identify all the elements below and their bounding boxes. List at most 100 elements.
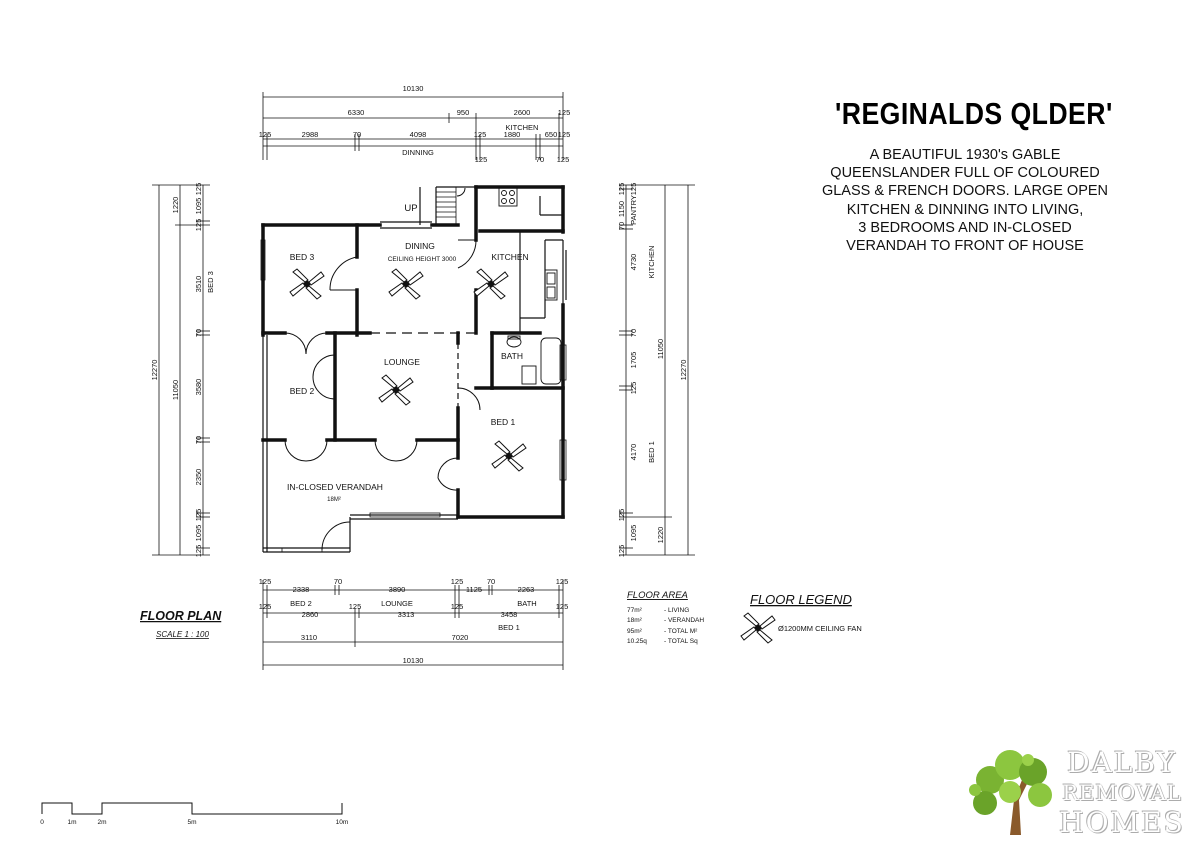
dim-label: 70 bbox=[194, 329, 203, 337]
door-swings bbox=[284, 187, 481, 551]
scale-tick-label: 0 bbox=[40, 819, 44, 826]
scale-label: SCALE 1 : 100 bbox=[156, 630, 209, 639]
ceiling-fan-icon bbox=[388, 268, 424, 300]
dim-label: 2600 bbox=[514, 108, 531, 117]
room-label-bed3: BED 3 bbox=[290, 252, 315, 262]
dim-label: 1150 bbox=[617, 201, 626, 217]
dim-label: 3313 bbox=[398, 610, 415, 619]
dim-pantry-label: PANTRY bbox=[629, 195, 638, 225]
floor-plan-label: FLOOR PLAN bbox=[140, 609, 222, 623]
thin-walls bbox=[262, 186, 567, 553]
dim-label: 125 bbox=[556, 602, 569, 611]
brand-line: HOMES bbox=[1059, 806, 1185, 839]
plan-description: A BEAUTIFUL 1930's GABLE QUEENSLANDER FU… bbox=[805, 146, 1125, 255]
dim-label: 125 bbox=[617, 509, 626, 522]
dim-label: 4730 bbox=[629, 254, 638, 271]
dim-left-outer: 12270 bbox=[150, 360, 159, 381]
dim-label: 125 bbox=[451, 577, 464, 586]
fixtures bbox=[498, 187, 562, 385]
dim-dinning-label: DINNING bbox=[402, 148, 434, 157]
dim-label: 125 bbox=[629, 183, 638, 196]
room-label-lounge: LOUNGE bbox=[384, 357, 420, 367]
description-line: GLASS & FRENCH DOORS. LARGE OPEN bbox=[821, 183, 1109, 200]
dim-label: 1095 bbox=[194, 525, 203, 542]
dim-left-middle: 11050 bbox=[171, 380, 180, 400]
floor-area-value: 10.25q bbox=[627, 638, 647, 645]
dim-label: 2860 bbox=[302, 610, 319, 619]
dim-label: 125 bbox=[194, 545, 203, 558]
dim-label: 125 bbox=[557, 155, 570, 164]
dim-label: 125 bbox=[259, 602, 272, 611]
floor-legend-heading: FLOOR LEGEND bbox=[750, 592, 852, 607]
floor-area-label: - VERANDAH bbox=[664, 617, 704, 624]
top-dimensions bbox=[262, 92, 564, 160]
dim-label: 7020 bbox=[452, 633, 469, 642]
dim-label: 1125 bbox=[466, 585, 482, 594]
dim-bed3-label: BED 3 bbox=[206, 271, 215, 293]
stairs-up-label: UP bbox=[404, 203, 417, 214]
dim-label: 125 bbox=[558, 130, 571, 139]
floor-area-label: - TOTAL M² bbox=[664, 628, 698, 635]
dim-lounge-label: LOUNGE bbox=[381, 599, 413, 608]
dim-label: 70 bbox=[334, 577, 342, 586]
dim-label: 70 bbox=[353, 130, 361, 139]
room-label-bath: BATH bbox=[501, 351, 523, 361]
scale-tick-label: 5m bbox=[187, 819, 196, 826]
description-line: 3 BEDROOMS AND IN-CLOSED bbox=[858, 219, 1072, 236]
ceiling-fan-icon bbox=[491, 440, 527, 472]
scale-tick-label: 1m bbox=[67, 819, 76, 826]
legend-fan-label: Ø1200MM CEILING FAN bbox=[778, 624, 862, 633]
room-label-verandah: IN-CLOSED VERANDAH bbox=[287, 482, 383, 492]
dim-label: 125 bbox=[629, 382, 638, 395]
dim-label: 70 bbox=[617, 222, 626, 230]
scale-bar bbox=[41, 802, 343, 815]
dim-label: 2350 bbox=[194, 469, 203, 486]
dim-bed1-side-label: BED 1 bbox=[647, 441, 656, 463]
description-line: KITCHEN & DINNING INTO LIVING, bbox=[846, 201, 1084, 218]
description-line: QUEENSLANDER FULL OF COLOURED bbox=[830, 165, 1100, 182]
right-dimensions bbox=[619, 184, 695, 556]
floor-area-label: - LIVING bbox=[664, 607, 689, 614]
brand-logo-text: DALBY REMOVAL HOMES bbox=[1052, 748, 1192, 838]
description-line: VERANDAH TO FRONT OF HOUSE bbox=[846, 238, 1084, 255]
floor-area-value: 95m² bbox=[627, 628, 643, 635]
walls bbox=[261, 185, 565, 519]
brand-line: DALBY bbox=[1067, 746, 1177, 779]
stairs bbox=[436, 187, 457, 225]
dim-label: 125 bbox=[259, 577, 272, 586]
dim-label: 125 bbox=[558, 108, 571, 117]
dim-label: 3110 bbox=[301, 633, 317, 642]
dim-label: 125 bbox=[617, 183, 626, 196]
dim-label: 125 bbox=[617, 545, 626, 558]
dim-label: 125 bbox=[194, 183, 203, 196]
dim-label: 2338 bbox=[293, 585, 310, 594]
ceiling-fan-icon bbox=[289, 268, 325, 300]
dim-label: 950 bbox=[457, 108, 470, 117]
description-line: A BEAUTIFUL 1930's GABLE bbox=[869, 147, 1061, 163]
dim-label: 1095 bbox=[629, 525, 638, 542]
dim-label: 2988 bbox=[302, 130, 319, 139]
dim-label: 4170 bbox=[629, 444, 638, 461]
dim-label: 2263 bbox=[518, 585, 535, 594]
brand-line: REMOVAL bbox=[1062, 781, 1182, 805]
ceiling-fan-icon bbox=[740, 612, 776, 644]
verandah-area: 18M² bbox=[327, 497, 341, 503]
dim-kitchen-label: KITCHEN bbox=[506, 123, 539, 132]
floor-area-value: 18m² bbox=[627, 617, 643, 624]
dim-bed2-label: BED 2 bbox=[290, 599, 312, 608]
room-label-dining: DINING bbox=[405, 241, 435, 251]
dim-label: 3580 bbox=[194, 379, 203, 396]
dim-label: 125 bbox=[349, 602, 362, 611]
dim-label: 125 bbox=[194, 219, 203, 232]
dim-label: 3890 bbox=[389, 585, 406, 594]
dim-label: 1220 bbox=[171, 197, 180, 214]
dim-kitchen-side-label: KITCHEN bbox=[647, 246, 656, 279]
dim-label: 3510 bbox=[194, 276, 203, 293]
dim-label: 650 bbox=[545, 130, 558, 139]
dim-label: 70 bbox=[629, 329, 638, 337]
dim-label: 125 bbox=[475, 155, 488, 164]
dim-bed1-label: BED 1 bbox=[498, 623, 520, 632]
dim-bath-label: BATH bbox=[517, 599, 536, 608]
dim-label: 125 bbox=[194, 509, 203, 522]
